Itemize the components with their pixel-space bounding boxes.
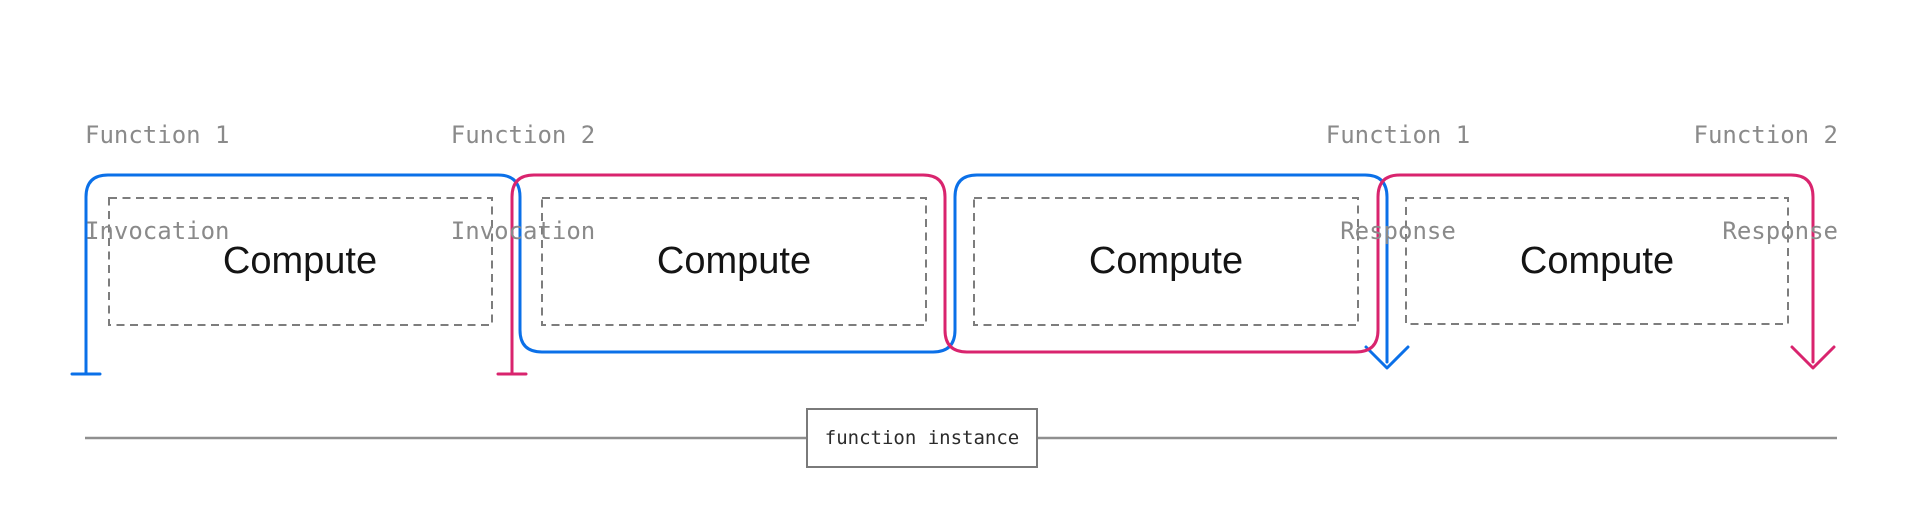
compute-box-outline-4 bbox=[1405, 197, 1789, 325]
compute-label-1: Compute bbox=[222, 240, 378, 282]
compute-label-4: Compute bbox=[1519, 240, 1675, 282]
label-function1-response-line1: Function 1 bbox=[1325, 121, 1471, 149]
compute-box-outline-2 bbox=[541, 197, 927, 326]
function2-response-arrowhead-icon bbox=[1790, 345, 1836, 370]
label-function1-invocation: Function 1 Invocation bbox=[85, 55, 385, 311]
label-function1-invocation-line2: Invocation bbox=[85, 217, 230, 245]
label-function1-response-line2: Response bbox=[1340, 217, 1456, 245]
label-function1-invocation-line1: Function 1 bbox=[85, 121, 230, 149]
function1-response-arrowhead-icon bbox=[1364, 345, 1410, 370]
label-function1-response: Function 1 Response bbox=[1248, 55, 1548, 311]
label-function2-response-line1: Function 2 bbox=[1693, 121, 1839, 149]
compute-box-outline-1 bbox=[108, 197, 493, 326]
label-function2-response: Function 2 Response bbox=[1538, 55, 1839, 311]
compute-box-outline-3 bbox=[973, 197, 1359, 326]
function-instance-badge: function instance bbox=[806, 408, 1038, 468]
compute-label-2: Compute bbox=[656, 240, 812, 282]
function1-lifeline-path bbox=[84, 173, 1389, 376]
label-function2-invocation: Function 2 Invocation bbox=[373, 55, 673, 311]
label-function2-invocation-line2: Invocation bbox=[450, 217, 596, 245]
function2-lifeline-path bbox=[510, 173, 1815, 376]
label-function2-invocation-line1: Function 2 bbox=[450, 121, 596, 149]
compute-label-3: Compute bbox=[1088, 240, 1244, 282]
label-function2-response-line2: Response bbox=[1722, 217, 1838, 245]
function-instance-badge-label: function instance bbox=[824, 427, 1020, 449]
